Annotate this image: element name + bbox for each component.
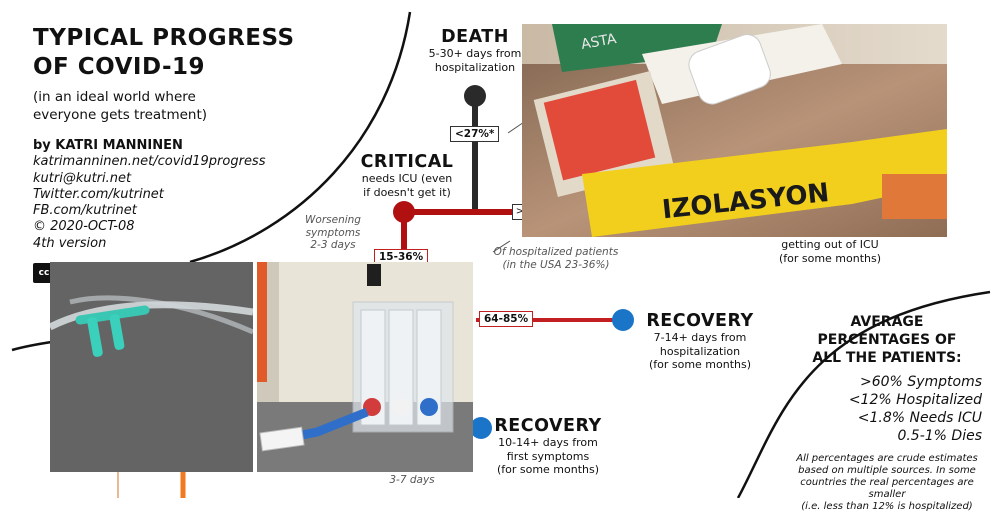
hospitalized-note: Of hospitalized patients (in the USA 23-… [486, 246, 626, 271]
cc-license-icon: cc [33, 263, 55, 283]
death-label: DEATH [441, 27, 509, 47]
curve-bottom-right [736, 290, 991, 498]
worsening-label: Worsening symptoms 2-3 days [293, 214, 373, 252]
critical-line-2: if doesn't get it) [363, 185, 451, 199]
copyright: © 2020-OCT-08 [33, 219, 135, 235]
nasal-cannula-photo [50, 262, 253, 472]
recovery-hospital-label: RECOVERY [646, 311, 754, 331]
summary-note: All percentages are crude estimates base… [792, 453, 982, 513]
recovery-hospital-line-2: hospitalization [659, 344, 741, 358]
title-line-2: OF COVID-19 [33, 54, 206, 80]
spirometer-drawing [257, 262, 473, 472]
summary-note-2: based on multiple sources. In some [798, 465, 976, 476]
twitter: Twitter.com/kutrinet [33, 186, 164, 202]
hospitalized-note-line-2: (in the USA 23-36%) [502, 258, 610, 271]
summary-stat-1: >60% Symptoms [860, 374, 982, 390]
subtitle: (in an ideal world where everyone gets t… [33, 88, 207, 124]
summary-head-1: AVERAGE [850, 314, 924, 330]
title-line-1: TYPICAL PROGRESS [33, 25, 295, 51]
recovery-symptoms-line-1: 10-14+ days from [498, 436, 598, 449]
summary-note-1: All percentages are crude estimates [796, 453, 978, 464]
summary-head-3: ALL THE PATIENTS: [812, 350, 962, 366]
worsening-line-1: Worsening [305, 214, 361, 226]
recovery-symptoms-node [470, 417, 492, 439]
spirometer-photo [257, 262, 473, 472]
summary-note-3: countries the real percentages are small… [800, 477, 974, 500]
recovery-hospital-line-1: 7-14+ days from [653, 331, 747, 344]
credits: by KATRI MANNINEN katrimanninen.net/covi… [33, 138, 265, 252]
wristband-photo-drawing: ASTA IZOLASYON [522, 24, 947, 237]
summary-note-4: (i.e. less than 12% is hospitalized) [801, 501, 973, 512]
background-diagram [11, 11, 991, 498]
critical-line-1: needs ICU (even [361, 172, 453, 185]
bottom-days: 3-7 days [389, 474, 435, 486]
hospitalized-note-line-1: Of hospitalized patients [493, 246, 619, 258]
death-percent: <27%* [450, 126, 500, 142]
death-line-2: hospitalization [434, 60, 516, 74]
death-section: DEATH 5-30+ days from hospitalization [415, 27, 535, 74]
critical-node [393, 201, 415, 223]
curve-top-left [189, 11, 412, 264]
recovery-hospital-line-3: (for some months) [648, 358, 752, 371]
hospital-note-arrow [492, 240, 511, 253]
recovery-hospital-section: RECOVERY 7-14+ days from hospitalization… [640, 311, 760, 372]
recovery-percent: 64-85% [479, 311, 534, 327]
summary-panel: AVERAGE PERCENTAGES OF ALL THE PATIENTS:… [792, 313, 982, 513]
page-title: TYPICAL PROGRESS OF COVID-19 [33, 24, 295, 82]
icu-exit-line-1: getting out of ICU [781, 238, 879, 251]
nasal-cannula-drawing [50, 262, 253, 472]
recovery-symptoms-line-2: first symptoms [506, 449, 590, 463]
worsening-line-2: symptoms [305, 226, 361, 239]
subtitle-line-2: everyone gets treatment) [33, 107, 208, 123]
critical-percent: 15-36% [374, 249, 429, 265]
recovery-symptoms-section: RECOVERY 10-14+ days from first symptoms… [492, 416, 604, 477]
green-band-text: ASTA [580, 31, 618, 53]
death-node [464, 85, 486, 107]
icu-exit-line-2: (for some months) [778, 251, 882, 265]
death-line-1: 5-30+ days from [428, 47, 522, 60]
version: 4th version [33, 235, 107, 251]
email: kutri@kutri.net [33, 170, 132, 186]
worsening-line-3: 2-3 days [310, 239, 356, 251]
summary-head-2: PERCENTAGES OF [817, 332, 957, 348]
facebook: FB.com/kutrinet [33, 203, 137, 219]
recovery-symptoms-line-3: (for some months) [496, 463, 600, 476]
wristband-photo: ASTA IZOLASYON [522, 24, 947, 237]
summary-stat-3: <1.8% Needs ICU [857, 410, 982, 426]
summary-stat-2: <12% Hospitalized [848, 392, 982, 408]
critical-label: CRITICAL [360, 152, 454, 172]
website: katrimanninen.net/covid19progress [33, 154, 266, 170]
icu-exit-note: getting out of ICU (for some months) [760, 238, 900, 265]
recovery-hospital-node [612, 309, 634, 331]
recovery-symptoms-label: RECOVERY [494, 416, 602, 436]
subtitle-line-1: (in an ideal world where [33, 89, 196, 105]
summary-stat-4: 0.5-1% Dies [897, 428, 982, 444]
critical-section: CRITICAL needs ICU (even if doesn't get … [352, 152, 462, 199]
author: by KATRI MANNINEN [33, 138, 183, 153]
